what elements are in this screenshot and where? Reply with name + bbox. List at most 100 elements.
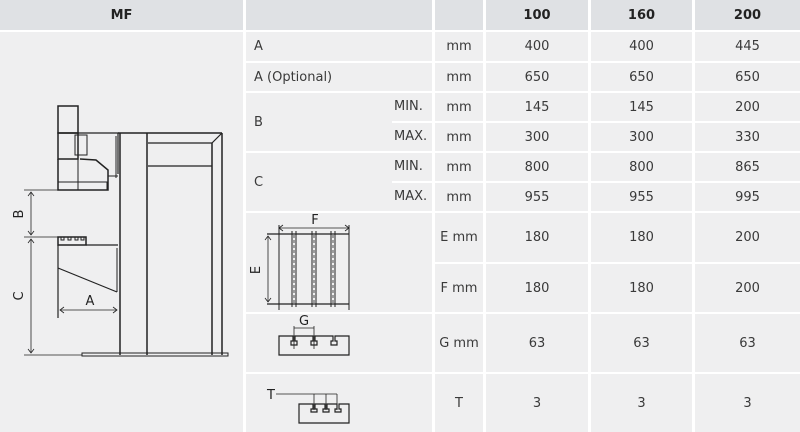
value-cell-160: 400 [591, 32, 692, 61]
value-cell-200: 330 [695, 123, 800, 151]
table-plate-diagram: F E [249, 213, 350, 310]
unit-cell: mm [435, 93, 483, 121]
unit-cell: mm [435, 183, 483, 211]
unit-cell: G mm [435, 314, 483, 372]
value-text: 955 [629, 189, 654, 205]
value-cell-100: 180 [486, 213, 588, 262]
dim-label-f: F [311, 213, 318, 228]
unit-label: mm [446, 159, 472, 175]
param-label: A (Optional) [254, 69, 333, 85]
column-header-160: 160 [591, 0, 692, 30]
param-cell-c: C [246, 153, 432, 211]
value-cell-100: 400 [486, 32, 588, 61]
value-text: 650 [524, 69, 550, 85]
slot-pitch-diagram: G [278, 314, 350, 356]
dim-label-a: A [86, 294, 95, 309]
value-text: 955 [524, 189, 550, 205]
value-cell-200: 63 [695, 314, 800, 372]
value-text: 63 [739, 335, 756, 351]
value-text: 400 [524, 39, 550, 54]
dim-label-b: B [12, 210, 27, 219]
column-header-200: 200 [695, 0, 800, 30]
column-header-label: 200 [733, 7, 762, 23]
model-header: MF [0, 0, 243, 30]
unit-cell: mm [435, 32, 483, 61]
value-cell-160: 3 [591, 374, 692, 432]
model-label: MF [110, 7, 133, 23]
unit-cell: mm [435, 153, 483, 181]
value-text: 400 [629, 39, 654, 54]
value-text: 300 [524, 129, 550, 145]
sub-label-c-min: MIN. [394, 159, 423, 174]
value-text: 300 [629, 129, 654, 145]
unit-header [435, 0, 483, 30]
value-cell-200: 865 [695, 153, 800, 181]
unit-label: E mm [440, 230, 478, 245]
value-cell-100: 955 [486, 183, 588, 211]
column-header-100: 100 [486, 0, 588, 30]
unit-label: mm [446, 129, 472, 145]
unit-label: mm [446, 69, 472, 85]
value-text: 3 [532, 395, 542, 411]
param-label: C [254, 174, 264, 190]
value-cell-100: 300 [486, 123, 588, 151]
param-cell-a: A [246, 32, 432, 61]
dim-label-g: G [299, 314, 309, 329]
value-text: 200 [735, 99, 760, 115]
dim-label-t: T [266, 388, 275, 403]
value-cell-100: 800 [486, 153, 588, 181]
value-cell-160: 180 [591, 213, 692, 262]
unit-cell: E mm [435, 213, 483, 262]
value-cell-100: 63 [486, 314, 588, 372]
value-text: 200 [735, 280, 760, 296]
value-text: 180 [629, 230, 654, 245]
value-cell-200: 200 [695, 213, 800, 262]
value-cell-200: 995 [695, 183, 800, 211]
value-text: 800 [629, 159, 654, 175]
value-cell-160: 145 [591, 93, 692, 121]
value-text: 180 [524, 230, 550, 245]
unit-label: G mm [439, 335, 479, 351]
value-text: 200 [735, 230, 760, 245]
value-cell-160: 300 [591, 123, 692, 151]
value-cell-160: 63 [591, 314, 692, 372]
value-cell-200: 650 [695, 63, 800, 91]
value-cell-200: 3 [695, 374, 800, 432]
value-cell-160: 180 [591, 264, 692, 312]
dim-label-e: E [249, 266, 264, 274]
value-text: 330 [735, 129, 760, 145]
value-text: 865 [735, 159, 760, 175]
slot-count-diagram: T [266, 388, 350, 424]
value-text: 650 [629, 69, 654, 85]
table-plate-diagram-cell [246, 213, 432, 312]
unit-label: F mm [440, 280, 478, 296]
machine-drawing: A B C [12, 105, 229, 357]
value-cell-160: 955 [591, 183, 692, 211]
value-cell-160: 650 [591, 63, 692, 91]
value-text: 650 [735, 69, 760, 85]
unit-cell: mm [435, 123, 483, 151]
value-cell-100: 145 [486, 93, 588, 121]
column-header-label: 100 [523, 7, 551, 23]
value-text: 3 [743, 395, 752, 411]
unit-label: mm [446, 99, 472, 115]
unit-cell: F mm [435, 264, 483, 312]
value-cell-200: 445 [695, 32, 800, 61]
sub-label-b-min: MIN. [394, 99, 423, 114]
sub-label-b-max: MAX. [394, 129, 428, 144]
unit-label: mm [446, 189, 472, 205]
param-cell-a-optional: A (Optional) [246, 63, 432, 91]
unit-label: T [455, 395, 463, 411]
parameter-header [246, 0, 432, 30]
value-text: 145 [629, 99, 654, 115]
value-cell-100: 650 [486, 63, 588, 91]
value-cell-200: 200 [695, 93, 800, 121]
slot-pitch-diagram-cell [246, 314, 432, 372]
machine-drawing-panel [0, 32, 243, 432]
value-text: 145 [524, 99, 550, 115]
value-text: 180 [524, 280, 550, 296]
value-text: 63 [528, 335, 546, 351]
column-header-label: 160 [627, 7, 656, 23]
value-text: 995 [735, 189, 760, 205]
slot-count-diagram-cell [246, 374, 432, 432]
